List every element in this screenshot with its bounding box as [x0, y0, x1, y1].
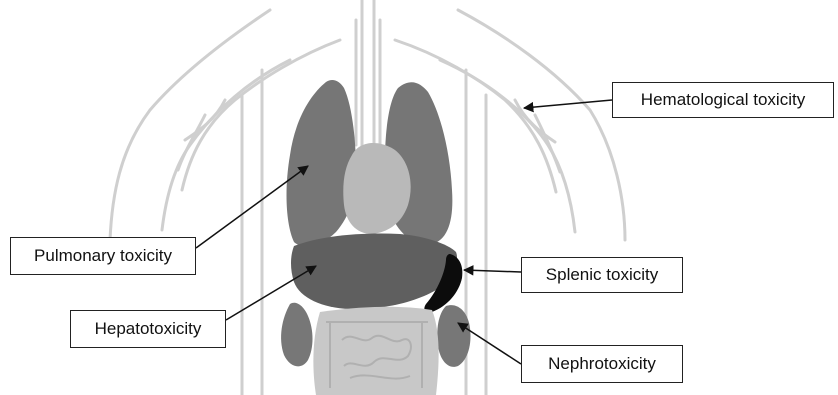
label-pulmonary-toxicity: Pulmonary toxicity [10, 237, 196, 275]
left-lung [287, 80, 356, 246]
intestines [313, 307, 438, 395]
label-hepatotoxicity: Hepatotoxicity [70, 310, 226, 348]
arrow-hematological [524, 100, 612, 108]
label-hematological-toxicity: Hematological toxicity [612, 82, 834, 118]
label-splenic-toxicity: Splenic toxicity [521, 257, 683, 293]
label-nephrotoxicity: Nephrotoxicity [521, 345, 683, 383]
right-kidney [437, 305, 470, 367]
arrow-splenic [464, 270, 521, 272]
left-kidney [281, 303, 312, 367]
